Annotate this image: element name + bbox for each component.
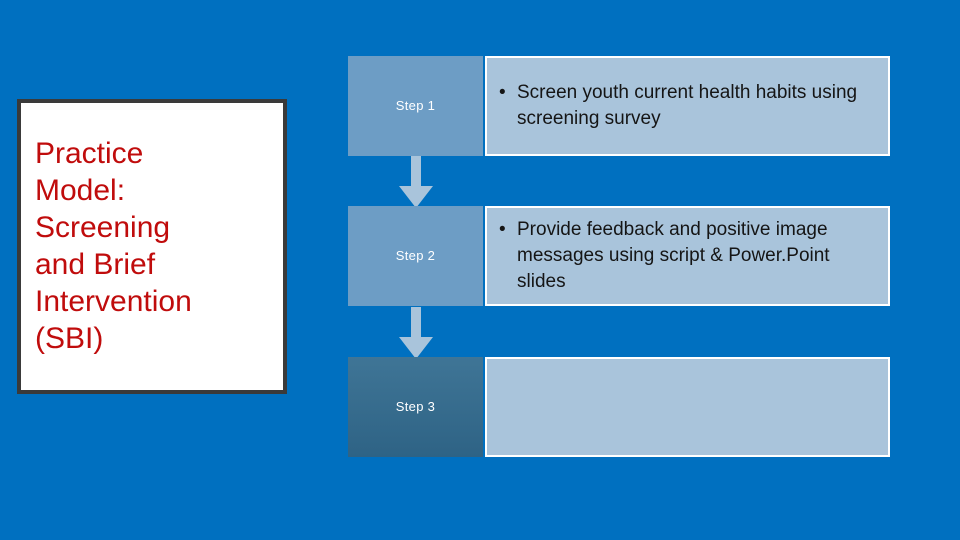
step-label-box-3[interactable]: Step 3 xyxy=(348,357,483,457)
step-label-1: Step 1 xyxy=(395,98,436,113)
step-content-box-2[interactable]: Provide feedback and positive image mess… xyxy=(485,206,890,306)
step-content-box-1[interactable]: Screen youth current health habits using… xyxy=(485,56,890,156)
step-bullet-list-2: Provide feedback and positive image mess… xyxy=(495,217,878,295)
page-title: Practice Model: Screening and Brief Inte… xyxy=(35,137,192,355)
process-diagram: Step 1 Screen youth current health habit… xyxy=(348,56,890,458)
arrow-down-icon-1 xyxy=(395,156,437,210)
arrow-down-icon-2 xyxy=(395,307,437,361)
list-item: Provide feedback and positive image mess… xyxy=(499,217,878,295)
process-step-row-1: Step 1 Screen youth current health habit… xyxy=(348,56,890,156)
process-step-row-2: Step 2 Provide feedback and positive ima… xyxy=(348,206,890,306)
step-label-3: Step 3 xyxy=(395,399,436,414)
step-label-box-2[interactable]: Step 2 xyxy=(348,206,483,306)
step-content-box-3[interactable] xyxy=(485,357,890,457)
list-item: Screen youth current health habits using… xyxy=(499,80,878,132)
step-label-box-1[interactable]: Step 1 xyxy=(348,56,483,156)
slide-title-card: Practice Model: Screening and Brief Inte… xyxy=(17,99,287,394)
process-step-row-3: Step 3 xyxy=(348,357,890,457)
step-label-2: Step 2 xyxy=(395,248,436,263)
step-bullet-list-1: Screen youth current health habits using… xyxy=(495,80,878,132)
